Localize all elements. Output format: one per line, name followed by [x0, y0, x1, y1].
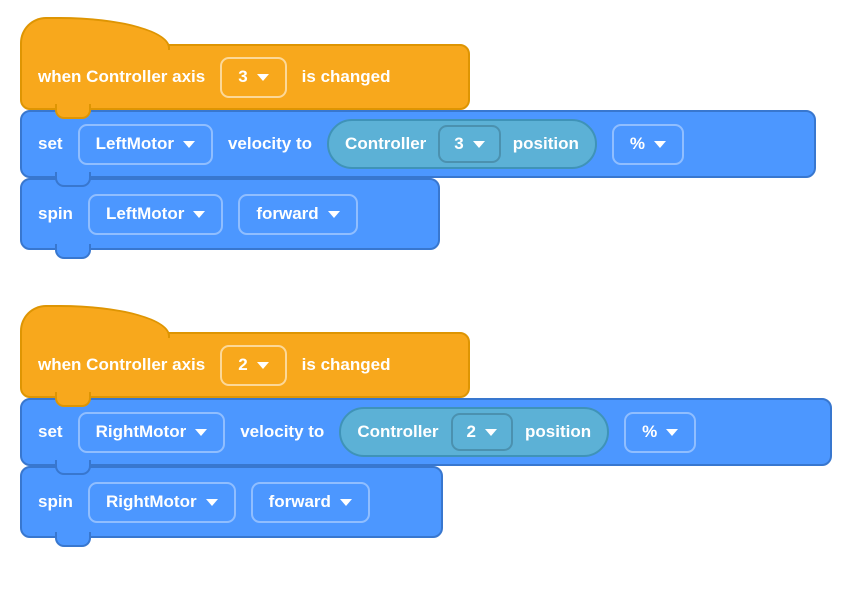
direction-dropdown-value: forward	[268, 492, 331, 511]
motor-dropdown[interactable]: LeftMotor	[87, 193, 224, 235]
block-connector-tab	[55, 392, 91, 407]
when-controller-axis-label: when Controller axis	[38, 67, 206, 86]
block-connector-tab	[55, 460, 91, 475]
hat-bump	[20, 17, 170, 50]
spin-label: spin	[38, 492, 73, 511]
block-connector-tab	[55, 104, 91, 119]
unit-dropdown[interactable]: %	[624, 411, 697, 453]
controller-axis-dropdown[interactable]: 2	[450, 413, 514, 451]
chevron-down-icon	[182, 140, 195, 148]
axis-dropdown-value: 3	[238, 67, 248, 86]
spin-motor-block[interactable]: spin RightMotor forward	[20, 466, 443, 547]
chevron-down-icon	[256, 361, 269, 369]
chevron-down-icon	[666, 428, 679, 436]
controller-axis-dropdown-value: 3	[454, 134, 464, 153]
direction-dropdown-value: forward	[256, 204, 319, 223]
when-controller-axis-label: when Controller axis	[38, 355, 206, 374]
motor-dropdown[interactable]: LeftMotor	[77, 123, 213, 165]
unit-dropdown-value: %	[629, 134, 645, 153]
block-connector-tab	[55, 532, 91, 547]
motor-dropdown[interactable]: RightMotor	[87, 481, 236, 523]
motor-dropdown-value: LeftMotor	[95, 134, 174, 153]
motor-dropdown-value: RightMotor	[105, 492, 197, 511]
axis-dropdown[interactable]: 2	[220, 344, 287, 386]
position-label: position	[512, 134, 579, 153]
velocity-to-label: velocity to	[227, 134, 313, 153]
chevron-down-icon	[193, 210, 206, 218]
when-controller-axis-changed-block[interactable]: when Controller axis 3 is changed	[20, 17, 470, 119]
chevron-down-icon	[653, 140, 666, 148]
is-changed-label: is changed	[301, 67, 391, 86]
hat-bump	[20, 305, 170, 338]
chevron-down-icon	[485, 428, 498, 436]
motor-dropdown-value: LeftMotor	[105, 204, 185, 223]
block-connector-tab	[55, 172, 91, 187]
direction-dropdown[interactable]: forward	[238, 193, 358, 235]
set-label: set	[38, 134, 63, 153]
chevron-down-icon	[195, 428, 208, 436]
velocity-to-label: velocity to	[240, 422, 325, 441]
position-label: position	[525, 422, 592, 441]
spin-label: spin	[38, 204, 73, 223]
unit-dropdown[interactable]: %	[611, 123, 684, 165]
is-changed-label: is changed	[301, 355, 391, 374]
set-velocity-block[interactable]: set LeftMotor velocity to Controller 3 p…	[20, 110, 816, 187]
motor-dropdown[interactable]: RightMotor	[77, 411, 226, 453]
axis-dropdown[interactable]: 3	[220, 56, 287, 98]
set-velocity-block[interactable]: set RightMotor velocity to Controller 2 …	[20, 398, 832, 475]
controller-label: Controller	[345, 134, 427, 153]
when-controller-axis-changed-block[interactable]: when Controller axis 2 is changed	[20, 305, 470, 407]
controller-position-reporter[interactable]: Controller 2 position	[339, 407, 610, 457]
axis-dropdown-value: 2	[238, 355, 248, 374]
controller-axis-dropdown[interactable]: 3	[438, 125, 501, 163]
controller-position-reporter[interactable]: Controller 3 position	[327, 119, 597, 169]
chevron-down-icon	[256, 73, 269, 81]
block-connector-tab	[55, 244, 91, 259]
chevron-down-icon	[339, 498, 352, 506]
chevron-down-icon	[327, 210, 340, 218]
motor-dropdown-value: RightMotor	[95, 422, 187, 441]
controller-label: Controller	[357, 422, 439, 441]
chevron-down-icon	[205, 498, 218, 506]
chevron-down-icon	[472, 140, 485, 148]
spin-motor-block[interactable]: spin LeftMotor forward	[20, 178, 440, 259]
set-label: set	[38, 422, 63, 441]
direction-dropdown[interactable]: forward	[250, 481, 370, 523]
controller-axis-dropdown-value: 2	[466, 422, 477, 441]
unit-dropdown-value: %	[642, 422, 658, 441]
